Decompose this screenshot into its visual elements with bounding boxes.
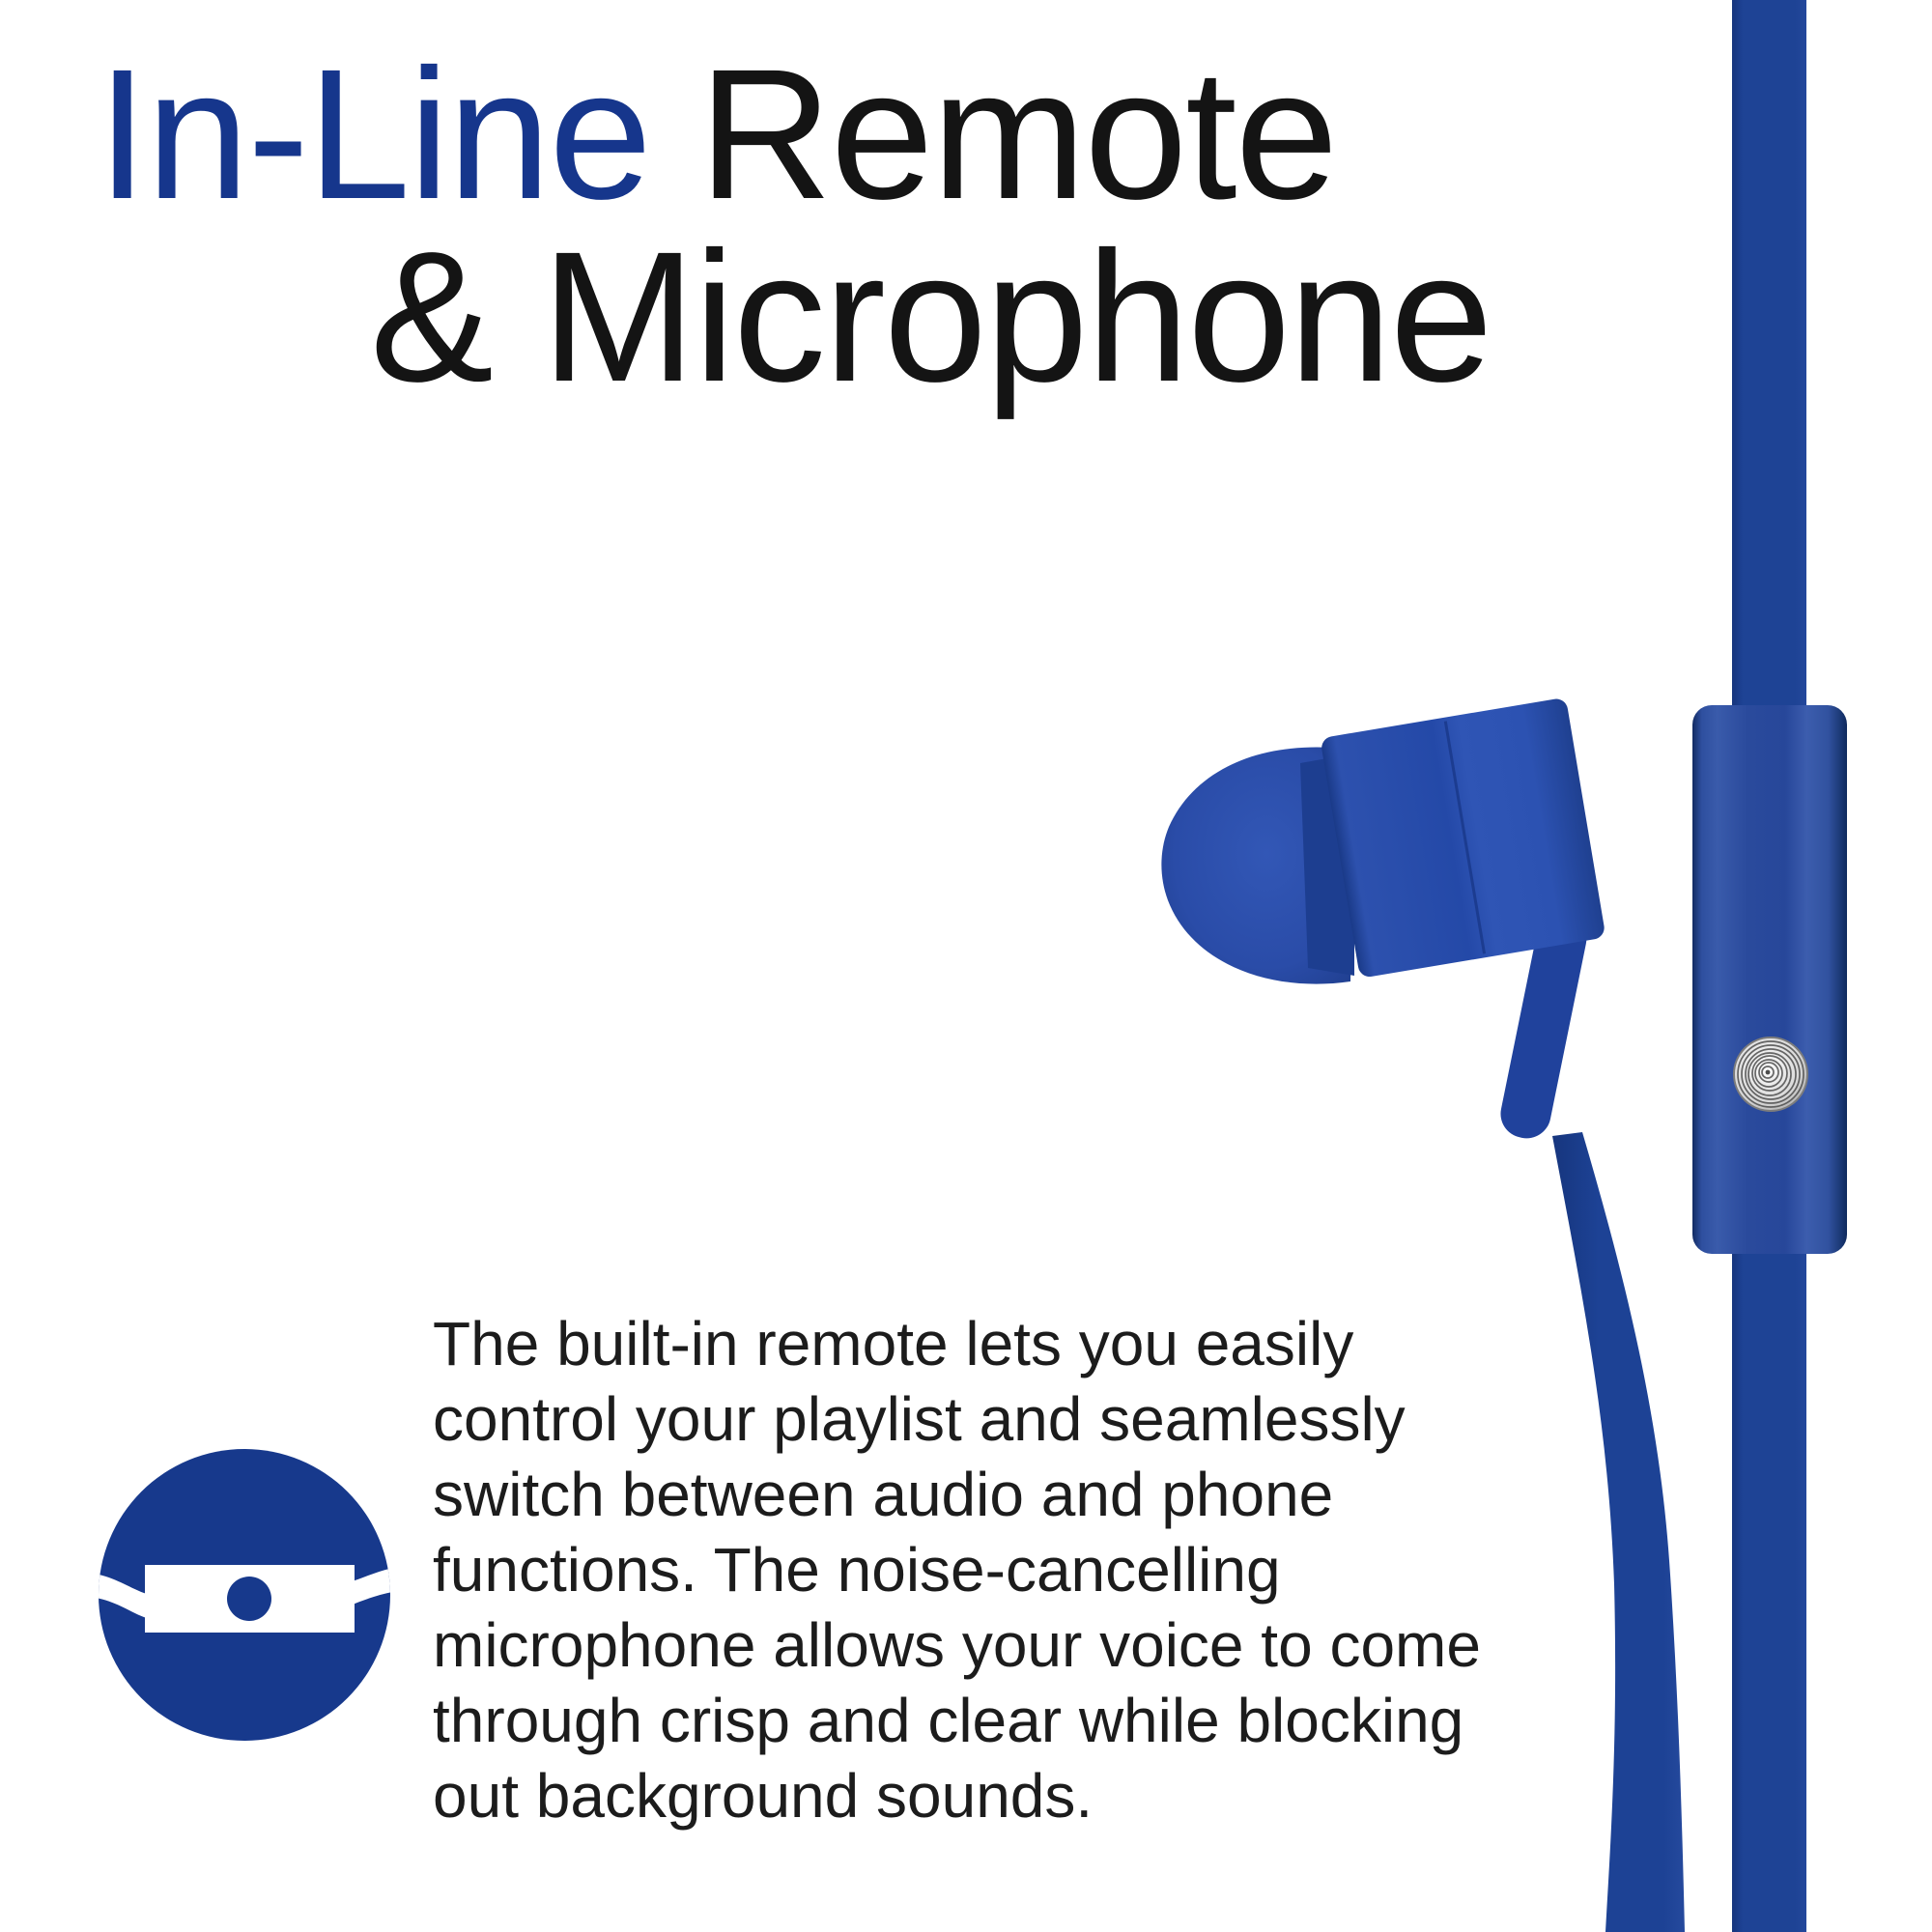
body-text-line: through crisp and clear while blocking [433,1686,1464,1755]
earbud-strain-relief [1500,914,1587,1139]
body-text-line: switch between audio and phone [433,1460,1334,1529]
headline-line2: & Microphone [370,213,1493,420]
body-text-line: The built-in remote lets you easily [433,1309,1354,1378]
icon-cable-right [350,1567,390,1605]
microphone [1733,1037,1808,1112]
body-text-line: control your playlist and seamlessly [433,1384,1406,1454]
body-text-line: microphone allows your voice to come [433,1610,1481,1680]
headline-rest: Remote [698,30,1338,238]
icon-cable-left [99,1573,147,1618]
body-text-line: out background sounds. [433,1761,1094,1831]
body-paragraph: The built-in remote lets you easily cont… [433,1306,1481,1833]
earbud-cable [1552,1132,1685,1932]
earbud-body [1321,698,1605,978]
earbud-body-seam [1443,721,1487,954]
inline-remote-icon [99,1449,390,1741]
icon-remote-button [227,1577,271,1621]
body-text-line: functions. The noise-cancelling [433,1535,1281,1605]
remote-module [1692,705,1847,1254]
headline-highlight: In-Line [97,30,652,238]
